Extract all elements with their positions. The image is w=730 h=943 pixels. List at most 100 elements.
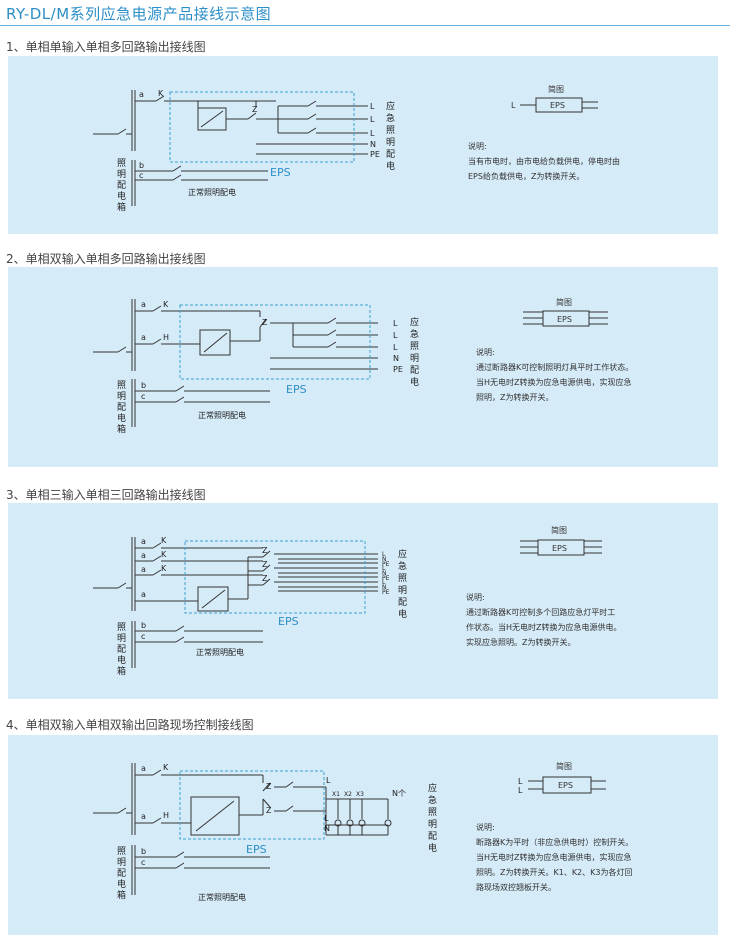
description-line: EPS给负载供电，Z为转换开关。: [468, 171, 584, 181]
simple-eps-box: EPS: [552, 544, 567, 553]
svg-text:电: 电: [428, 842, 437, 854]
label-a: a: [141, 551, 146, 560]
svg-text:电: 电: [117, 412, 126, 424]
label-c: c: [139, 171, 143, 180]
output-vertical-label: 应 急 照 明 配 电: [410, 316, 419, 388]
svg-text:照: 照: [117, 846, 126, 857]
simple-l-label: L: [518, 786, 523, 795]
svg-text:明: 明: [398, 585, 407, 596]
simple-diagram-title: 简图: [548, 84, 564, 94]
svg-text:PE: PE: [382, 575, 390, 582]
section-1-panel: a K Z L L L N PE 应 急 照 明 配 电 EPS 照 明 配 电…: [8, 56, 718, 234]
label-k: K: [163, 763, 169, 772]
description-line: 通过断路器K可控制多个回路应急灯平时工: [466, 607, 615, 617]
description-label: 说明:: [466, 592, 485, 602]
description-line: 当H无电时Z转换为应急电源供电，实现应急: [476, 852, 632, 862]
svg-text:箱: 箱: [117, 201, 126, 213]
label-k: K: [163, 300, 169, 309]
svg-text:明: 明: [117, 633, 126, 644]
section-1-title: 1、单相单输入单相多回路输出接线图: [6, 40, 206, 54]
label-z: Z: [262, 560, 268, 569]
svg-text:电: 电: [398, 608, 407, 620]
section-3-diagram: a K a K a K a Z Z Z L N PE L N PE L N PE…: [93, 525, 622, 677]
svg-text:电: 电: [117, 878, 126, 890]
eps-label: EPS: [278, 615, 299, 628]
svg-text:明: 明: [410, 353, 419, 364]
svg-text:照: 照: [117, 380, 126, 391]
output-vertical-label: 应 急 照 明 配 电: [428, 782, 437, 854]
svg-text:电: 电: [386, 160, 395, 172]
label-c: c: [141, 858, 145, 867]
svg-text:电: 电: [117, 654, 126, 666]
svg-text:配: 配: [398, 597, 407, 608]
svg-text:应: 应: [410, 316, 419, 328]
section-2-panel: a K a H Z L L L N PE 应 急 照 明 配 电 EPS 照 明…: [8, 267, 718, 467]
label-z: Z: [266, 782, 272, 791]
label-h: H: [163, 811, 169, 820]
simple-eps-box: EPS: [550, 101, 565, 110]
output-n: N: [324, 824, 330, 833]
output-vertical-label: 应 急 照 明 配 电: [398, 548, 407, 620]
output-l-3: L: [370, 129, 375, 138]
simple-eps-box: EPS: [557, 315, 572, 324]
label-b: b: [139, 161, 144, 170]
eps-label: EPS: [286, 383, 307, 396]
section-3-panel: a K a K a K a Z Z Z L N PE L N PE L N PE…: [8, 503, 718, 699]
output-l: L: [326, 776, 331, 785]
output-pe: PE: [370, 150, 380, 159]
svg-text:明: 明: [117, 391, 126, 402]
description-line: 实现应急照明。Z为转换开关。: [466, 637, 575, 647]
label-x3: X3: [356, 791, 364, 798]
svg-text:照: 照: [117, 158, 126, 169]
svg-text:电: 电: [117, 190, 126, 202]
description-label: 说明:: [476, 347, 495, 357]
label-k: K: [158, 89, 164, 98]
svg-text:急: 急: [428, 794, 437, 806]
svg-text:N: N: [382, 556, 387, 563]
label-a: a: [141, 565, 146, 574]
distribution-box-vertical-label: 照 明 配 电 箱: [117, 380, 126, 435]
label-k: K: [161, 564, 167, 573]
section-1-diagram: a K Z L L L N PE 应 急 照 明 配 电 EPS 照 明 配 电…: [93, 84, 620, 213]
output-l: L: [324, 814, 329, 823]
svg-text:L: L: [382, 551, 386, 558]
output-n: N: [393, 354, 399, 363]
svg-text:箱: 箱: [117, 889, 126, 901]
svg-text:应: 应: [398, 548, 407, 560]
label-z: Z: [262, 574, 268, 583]
svg-text:配: 配: [428, 831, 437, 842]
output-vertical-label: 应 急 照 明 配 电: [386, 100, 395, 172]
label-b: b: [141, 847, 146, 856]
svg-text:配: 配: [386, 149, 395, 160]
section-4-diagram: a K a H Z Z L L N X1 X2 X3 N个 应 急 照 明 配 …: [93, 761, 633, 902]
section-2-diagram: a K a H Z L L L N PE 应 急 照 明 配 电 EPS 照 明…: [93, 297, 633, 435]
svg-text:照: 照: [398, 573, 407, 584]
simple-diagram-title: 简图: [556, 761, 572, 771]
output-l-1: L: [370, 102, 375, 111]
output-pe: PE: [393, 365, 403, 374]
svg-text:照: 照: [117, 622, 126, 633]
label-x1: X1: [332, 791, 340, 798]
label-k: K: [161, 536, 167, 545]
svg-text:明: 明: [117, 857, 126, 868]
svg-text:明: 明: [117, 169, 126, 180]
svg-text:急: 急: [398, 560, 407, 572]
svg-text:应: 应: [386, 100, 395, 112]
output-l-2: L: [370, 115, 375, 124]
label-a: a: [141, 300, 146, 309]
section-3-title: 3、单相三输入单相三回路输出接线图: [6, 488, 206, 502]
distribution-box-vertical-label: 照 明 配 电 箱: [117, 622, 126, 677]
eps-label: EPS: [246, 843, 267, 856]
normal-lighting-caption: 正常照明配电: [198, 892, 246, 902]
svg-text:急: 急: [386, 112, 395, 124]
section-4-panel: a K a H Z Z L L N X1 X2 X3 N个 应 急 照 明 配 …: [8, 735, 718, 935]
svg-text:明: 明: [428, 819, 437, 830]
label-h: H: [163, 333, 169, 342]
label-z: Z: [266, 806, 272, 815]
description-line: 断路器K为平时（非应急供电时）控制开关。: [476, 837, 633, 847]
eps-label: EPS: [270, 166, 291, 179]
simple-eps-box: EPS: [558, 781, 573, 790]
svg-text:配: 配: [117, 868, 126, 879]
svg-text:箱: 箱: [117, 423, 126, 435]
svg-text:照: 照: [428, 807, 437, 818]
